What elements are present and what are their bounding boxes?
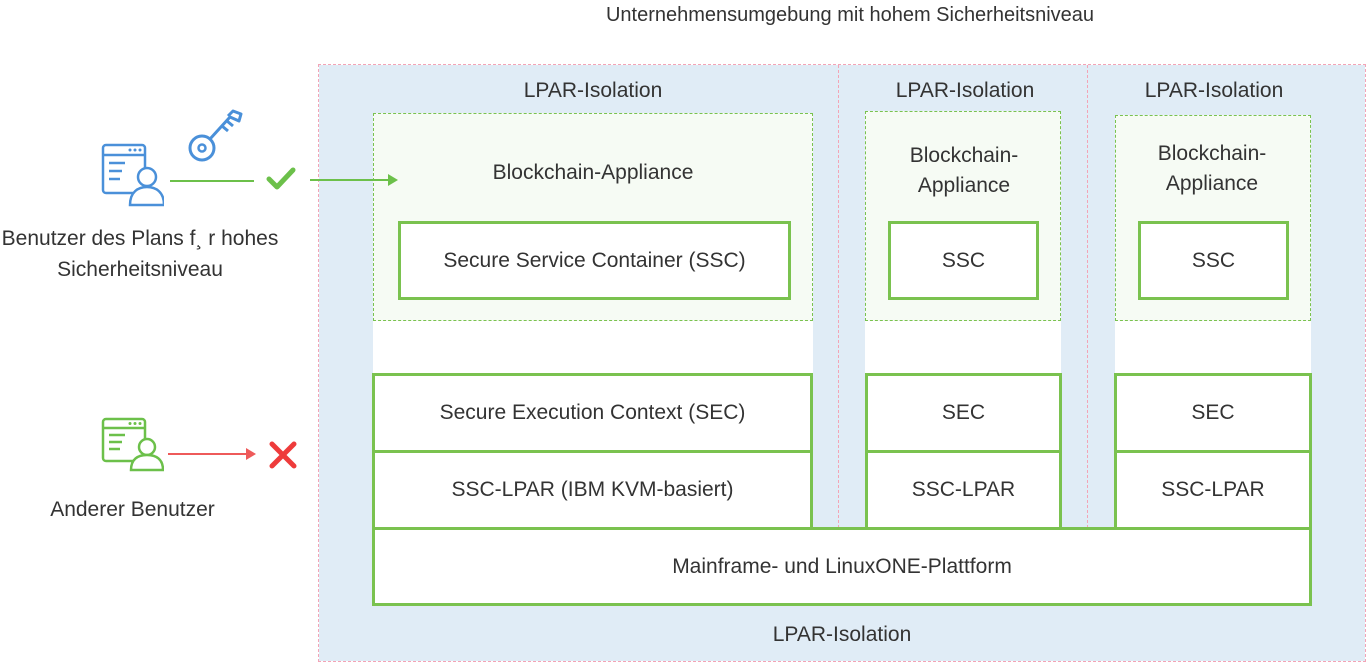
- isolation-label-1: LPAR-Isolation: [523, 79, 663, 102]
- sec-box-2: SEC: [865, 373, 1062, 453]
- sec-box-3: SEC: [1114, 373, 1312, 453]
- cross-icon: [269, 441, 297, 469]
- isolation-label-3: LPAR-Isolation: [1144, 79, 1284, 102]
- key-icon: [188, 109, 243, 162]
- access-arrow-granted: [310, 174, 398, 186]
- appliance-label-2: Blockchain-Appliance: [909, 144, 1019, 197]
- partition-divider-1: [838, 65, 839, 528]
- white-gap-2: [865, 320, 1061, 374]
- white-gap-3: [1115, 320, 1311, 374]
- ssc-box-3: SSC: [1138, 221, 1289, 300]
- high-security-user-label: Benutzer des Plans f¸ r hohes Sicherheit…: [1, 227, 279, 281]
- ssc-box-1: Secure Service Container (SSC): [398, 221, 791, 300]
- access-line-granted: [170, 180, 254, 182]
- white-gap-1: [373, 320, 813, 374]
- mainframe-platform-box: Mainframe- und LinuxONE-Plattform: [372, 527, 1312, 606]
- appliance-label-1: Blockchain-Appliance: [492, 161, 694, 184]
- user-browser-icon: [101, 143, 164, 207]
- diagram-title: Unternehmensumgebung mit hohem Sicherhei…: [605, 3, 1095, 26]
- ssc-box-2: SSC: [888, 221, 1039, 300]
- isolation-label-bottom: LPAR-Isolation: [772, 623, 912, 646]
- partition-divider-2: [1087, 65, 1088, 528]
- sec-box-1: Secure Execution Context (SEC): [372, 373, 813, 453]
- ssc-lpar-box-3: SSC-LPAR: [1114, 450, 1312, 530]
- checkmark-icon: [266, 167, 296, 190]
- ssc-lpar-box-1: SSC-LPAR (IBM KVM-basiert): [372, 450, 813, 530]
- access-arrow-denied: [168, 448, 256, 460]
- other-user-label: Anderer Benutzer: [50, 497, 215, 521]
- ssc-lpar-box-2: SSC-LPAR: [865, 450, 1062, 530]
- isolation-label-2: LPAR-Isolation: [895, 79, 1035, 102]
- user-browser-icon: [101, 417, 164, 472]
- appliance-label-3: Blockchain-Appliance: [1157, 142, 1267, 195]
